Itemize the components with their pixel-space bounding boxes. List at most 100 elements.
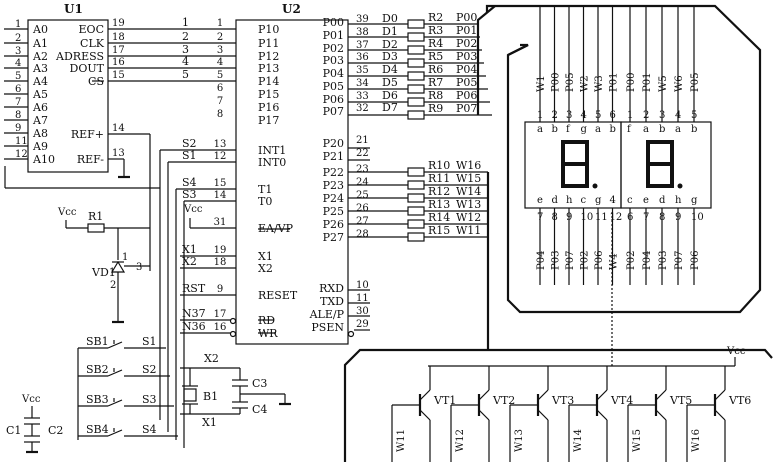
display-bottom-label: P04 [536, 251, 547, 270]
display-segment-letter: a [537, 124, 543, 135]
u2-pin-number: 32 [356, 103, 369, 114]
vd1-pin1: 1 [122, 252, 128, 263]
c2-label: C2 [48, 424, 63, 437]
u2-pin-number: 39 [356, 14, 369, 25]
display-bottom-label: P03 [658, 251, 669, 270]
u1-pin-number: 12 [15, 149, 28, 160]
u2-net-label: D2 [382, 38, 398, 51]
port2-resistor-ref: R10 [428, 159, 450, 172]
u1-pin-name: A2 [32, 50, 48, 63]
transistor-ref: VT1 [433, 394, 456, 407]
display-segment-letter: 4 [610, 195, 616, 206]
port0-resistor [407, 97, 425, 107]
u1-pin-name: A6 [32, 101, 48, 114]
transistor-ref: VT3 [551, 394, 574, 407]
display-segment-letter: c [581, 195, 587, 206]
port2-net-label: W14 [456, 185, 481, 198]
u2-pin-name: P00 [323, 16, 344, 29]
u2-pin-number: 9 [217, 284, 223, 295]
seven-seg-digit [646, 140, 674, 188]
u2-net-label: X2 [182, 255, 197, 268]
display-segment-letter: h [675, 195, 682, 206]
port2-net-label: W16 [456, 159, 481, 172]
u2-net-label: S4 [182, 176, 197, 189]
display-segment-letter: c [627, 195, 633, 206]
seven-seg-display-1: W11ae7P04P002bd8P03P053fh9P07W24gc10P02W… [524, 6, 623, 285]
port2-net-label: W12 [456, 211, 481, 224]
u2-net-label: S3 [182, 188, 197, 201]
vd1-pin3: 3 [136, 262, 142, 273]
u2-pin-name: P21 [323, 150, 344, 163]
push-button-label: SB4 [86, 423, 109, 436]
u1-pin-number: 13 [112, 148, 125, 159]
port0-net-label: P03 [456, 50, 477, 63]
u2-pin-number: 3 [217, 45, 223, 56]
port2-resistor [407, 219, 425, 229]
u2-net-label: D6 [382, 89, 398, 102]
u2-pin-name: RXD [319, 282, 344, 295]
u2-pin-number: 29 [356, 319, 369, 330]
u2-net-label: 3 [182, 43, 189, 56]
u2-pin-name: P22 [323, 166, 344, 179]
u2-ref: U2 [282, 2, 301, 16]
x2-crystal-label: X2 [204, 352, 219, 365]
u2-pin-name: P07 [323, 105, 344, 118]
display-top-pin: 2 [552, 110, 558, 121]
vcc-label-r1: Vcc [57, 207, 77, 218]
u2-pin-name: P20 [323, 137, 344, 150]
port2-resistor-ref: R13 [428, 198, 450, 211]
u2-pin-number: 13 [214, 139, 227, 150]
port0-net-label: P00 [456, 11, 477, 24]
port0-net-label: P07 [456, 102, 477, 115]
display-bottom-pin: 9 [675, 212, 681, 223]
transistor-base-net: W12 [455, 429, 466, 452]
resistor-r1 [87, 223, 105, 233]
display-bottom-pin: 10 [691, 212, 704, 223]
display-segment-letter: b [659, 124, 665, 135]
port0-resistor-ref: R8 [428, 89, 443, 102]
display-top-label: W3 [594, 75, 605, 92]
u1-pin-number: 3 [15, 46, 21, 57]
u2-net-label: X1 [182, 243, 197, 256]
u1-pin-name: ADRESS [55, 50, 104, 63]
display-segment-letter: a [643, 124, 649, 135]
display-segment-letter: e [537, 195, 543, 206]
seven-seg-digit [561, 140, 589, 188]
port2-resistor-ref: R11 [428, 172, 450, 185]
display-bottom-pin: 12 [610, 212, 623, 223]
display-top-label: P00 [626, 73, 637, 92]
port2-resistor [407, 167, 425, 177]
display-bottom-pin: 11 [595, 212, 608, 223]
display-top-pin: 5 [691, 110, 697, 121]
u2-net-label: D3 [382, 50, 398, 63]
u2-pin-number: 34 [356, 78, 369, 89]
port0-resistor [407, 58, 425, 68]
display-top-pin: 1 [627, 110, 633, 121]
transistor-base-net: W14 [573, 429, 584, 452]
push-button-net-label: S3 [142, 393, 157, 406]
vcc-label-c1: Vcc [21, 394, 41, 405]
port0-net-label: P04 [456, 63, 477, 76]
u2-net-label: 5 [182, 68, 189, 81]
u1-pin-number: 1 [15, 19, 21, 30]
u2-pin-name: P16 [258, 101, 279, 114]
display-bottom-pin: 7 [643, 212, 649, 223]
display-segment-letter: g [691, 195, 698, 206]
display-top-pin: 2 [643, 110, 649, 121]
vcc-label-drivers: Vcc [726, 346, 746, 357]
display-bottom-label: P02 [626, 251, 637, 270]
port2-net-label: W15 [456, 172, 481, 185]
u2-pin-number: 38 [356, 27, 369, 38]
u2-pin-name: P23 [323, 179, 344, 192]
u2-pin-number: 12 [214, 151, 227, 162]
display-bottom-pin: 7 [537, 212, 543, 223]
port2-net-label: W13 [456, 198, 481, 211]
display-segment-letter: a [595, 124, 601, 135]
